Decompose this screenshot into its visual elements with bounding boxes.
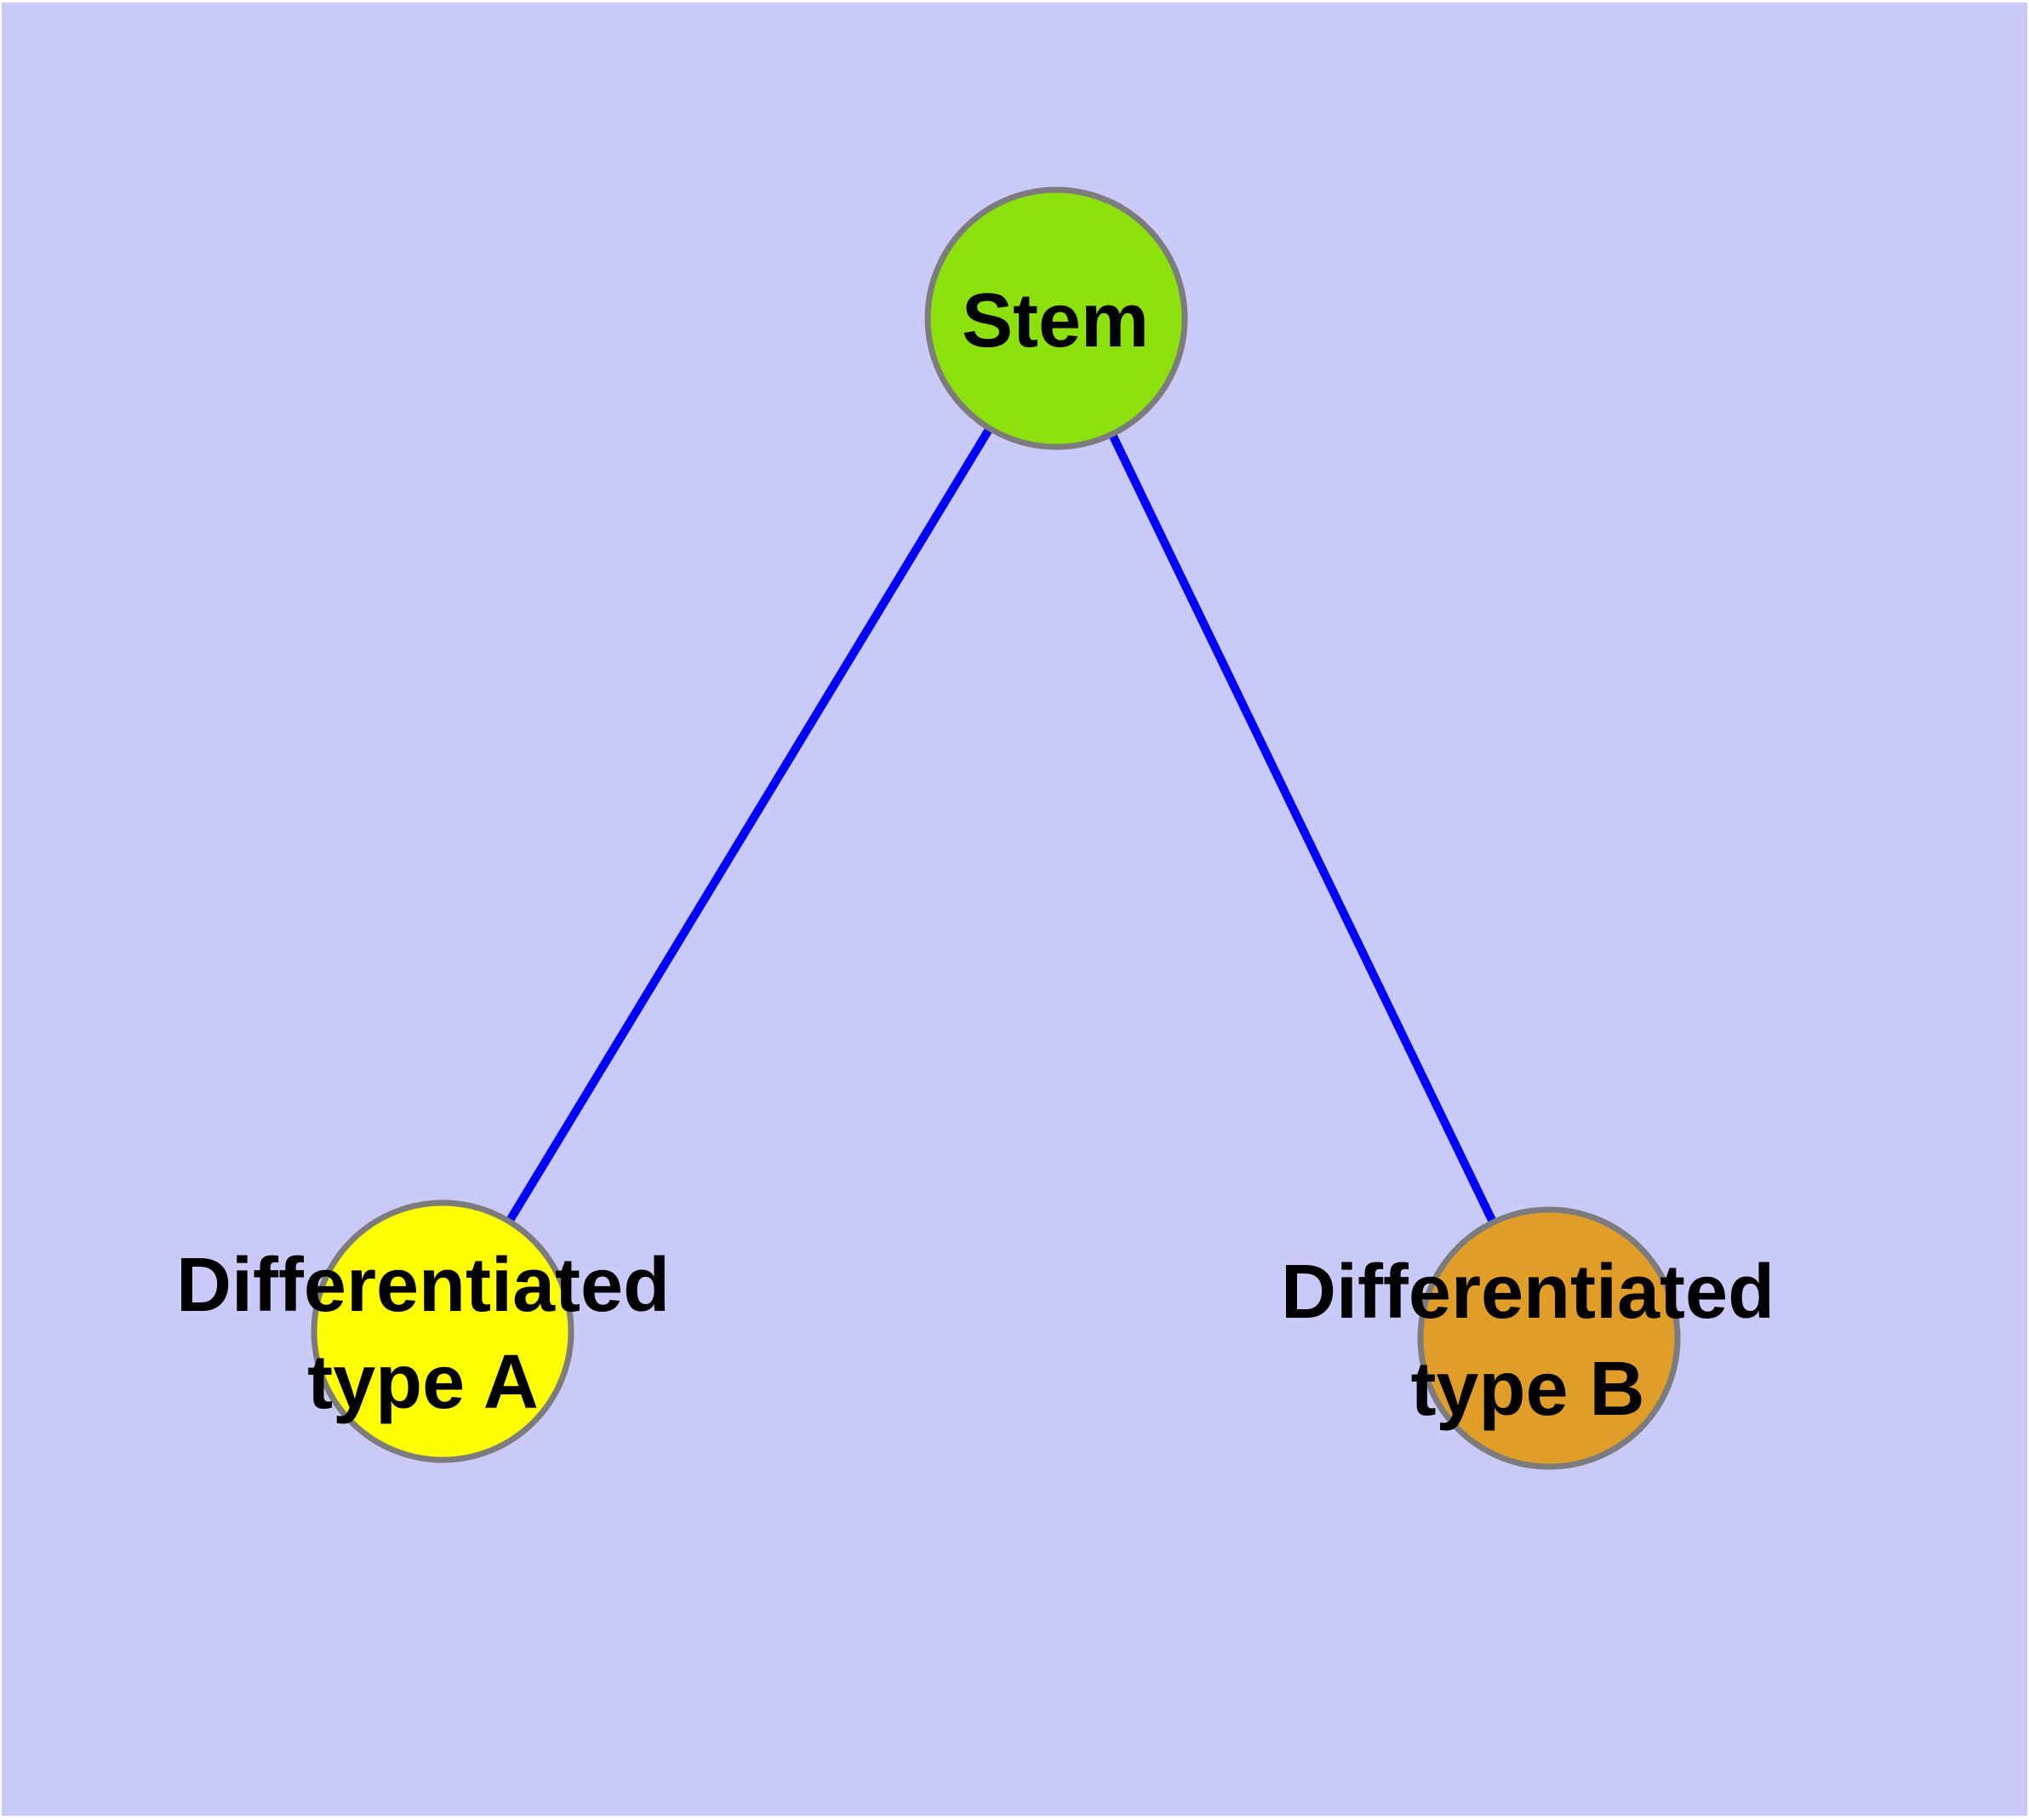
node-stem-circle — [924, 186, 1188, 450]
node-differentiated-type-a-label: Differentiated type A — [176, 1237, 670, 1431]
node-type-b-label-line-2: type B — [1410, 1347, 1645, 1432]
node-type-a-label-line-2: type A — [307, 1340, 539, 1425]
node-differentiated-type-b-circle — [1417, 1206, 1681, 1470]
edge-stem-to-type-b — [1052, 316, 1553, 1341]
node-type-b-label-line-1: Differentiated — [1280, 1250, 1775, 1335]
node-type-a-label-line-1: Differentiated — [175, 1243, 671, 1328]
node-differentiated-type-a-circle — [311, 1199, 574, 1463]
edge-stem-to-type-a — [438, 316, 1060, 1334]
node-differentiated-type-b-label: Differentiated type B — [1281, 1244, 1775, 1438]
node-stem-label: Stem — [962, 272, 1149, 369]
node-stem-label-line: Stem — [961, 278, 1150, 363]
